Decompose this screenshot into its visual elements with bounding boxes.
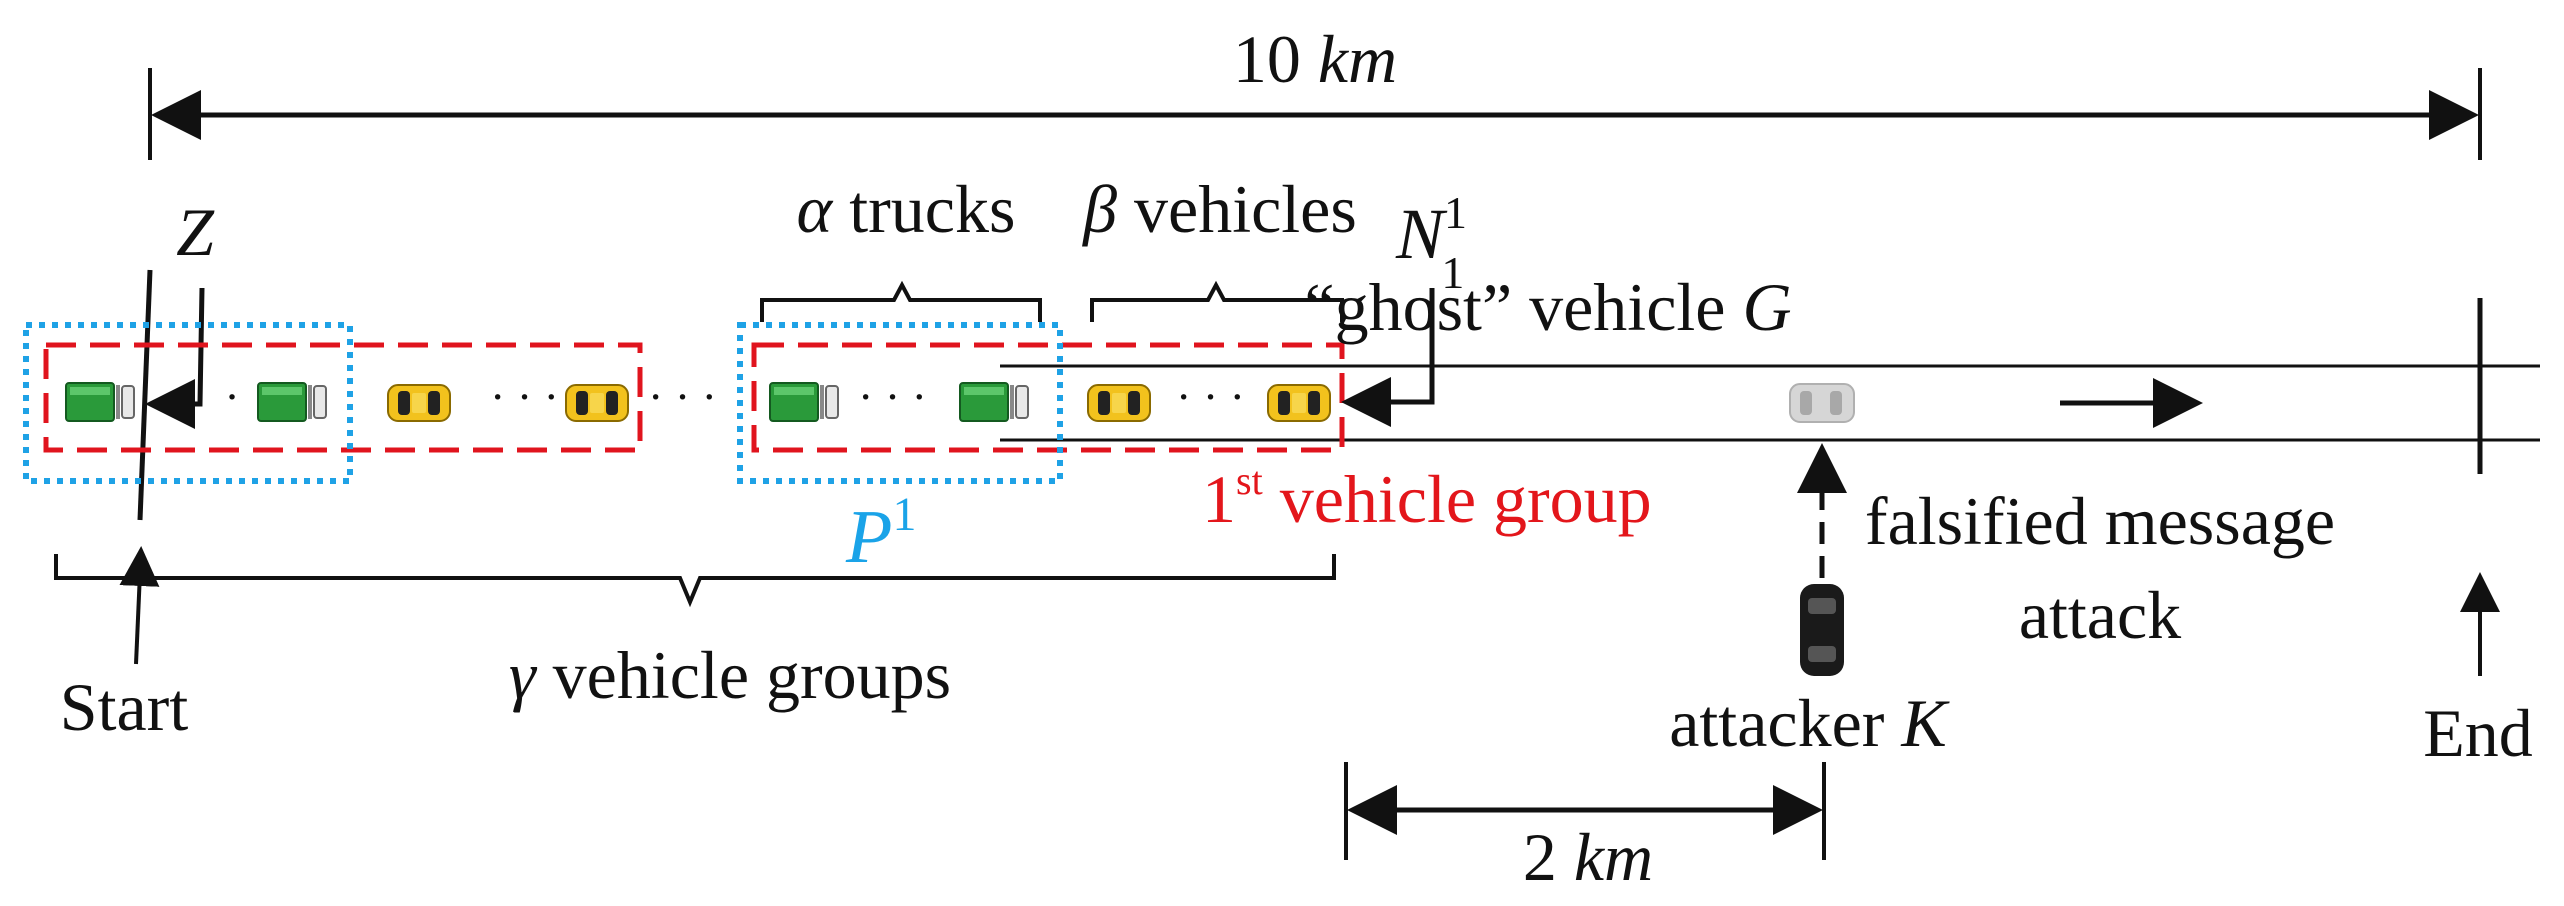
z-label: Z: [176, 194, 215, 270]
ellipsis: · · ·: [490, 371, 559, 422]
attacker-car-icon: [1800, 584, 1844, 676]
road-length-label: 10 km: [1233, 21, 1397, 97]
platoon-p1-box: [737, 322, 1063, 484]
attacker-label: attacker K: [1669, 685, 1950, 761]
car-icon: [1267, 384, 1331, 422]
car-icon: [387, 384, 451, 422]
beta-vehicles-label: β vehicles: [1081, 171, 1357, 247]
attacker-offset-dimension: 2 km: [1344, 762, 1826, 895]
truck-icon: [769, 382, 839, 422]
vehicle-row: · · · · · · · · · · · · ·: [65, 371, 1331, 422]
ellipsis-dot: ·: [224, 371, 239, 422]
road-length-dimension: 10 km: [148, 21, 2482, 160]
offset-length-label: 2 km: [1523, 819, 1653, 895]
ellipsis: · · ·: [1176, 371, 1245, 422]
attack-label: attack: [2019, 577, 2181, 653]
start-arrow: [119, 546, 160, 665]
car-icon: [565, 384, 629, 422]
truck-icon: [959, 382, 1029, 422]
first-vehicle-group-label: 1st vehicle group: [1202, 458, 1652, 537]
gamma-vehicle-groups-label: γ vehicle groups: [509, 637, 951, 713]
truck-icon: [65, 382, 135, 422]
ellipsis: · · ·: [858, 371, 927, 422]
ghost-car-icon: [1789, 383, 1855, 423]
vehicle-group-box: [43, 342, 643, 453]
falsified-message-label: falsified message: [1865, 483, 2335, 559]
alpha-trucks-label: α trucks: [797, 171, 1016, 247]
end-label: End: [2423, 695, 2533, 771]
car-icon: [1087, 384, 1151, 422]
platoon-box: [23, 322, 353, 484]
start-label: Start: [60, 669, 189, 745]
platoon-p1-label: P1: [845, 488, 916, 579]
ellipsis: · · ·: [648, 371, 717, 422]
truck-icon: [257, 382, 327, 422]
ghost-vehicle-label: “ghost” vehicle G: [1304, 269, 1791, 345]
first-vehicle-group-box: [751, 342, 1345, 453]
